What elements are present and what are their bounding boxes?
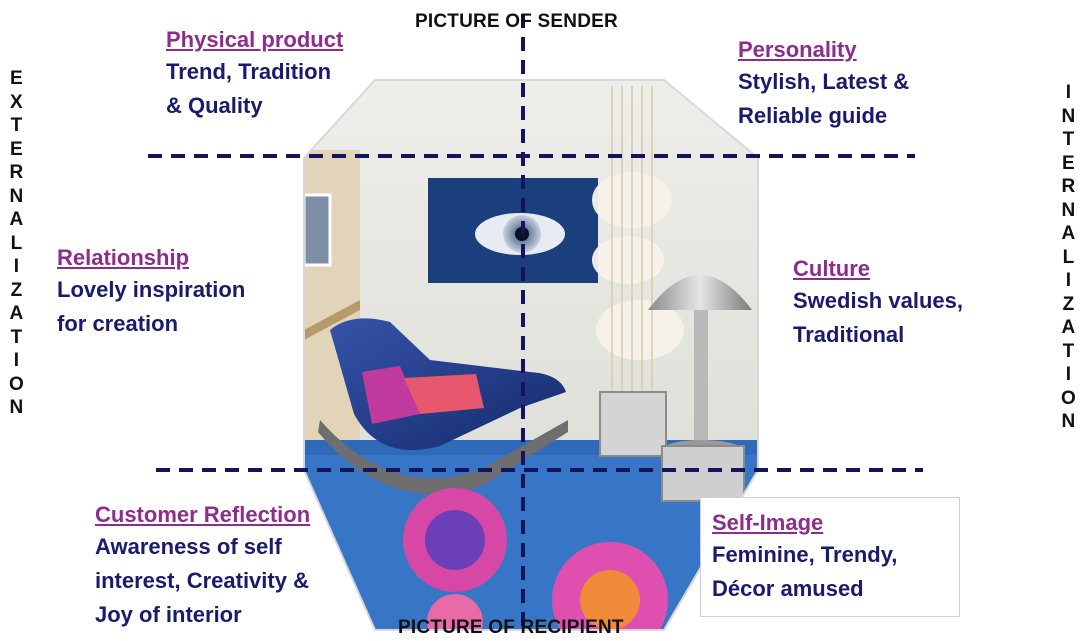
customer-reflection-heading: Customer Reflection bbox=[95, 502, 311, 527]
vertical-letter: R bbox=[9, 162, 24, 183]
physical-product-text: Trend, Tradition & Quality bbox=[166, 59, 332, 118]
vertical-letter: L bbox=[1062, 246, 1075, 268]
personality-heading: Personality bbox=[738, 37, 857, 62]
vertical-letter: X bbox=[10, 91, 23, 113]
vertical-letter: A bbox=[1061, 317, 1076, 338]
vertical-letter: O bbox=[9, 373, 24, 395]
relationship-text: Lovely inspiration for creation bbox=[57, 277, 246, 336]
self-image-text: Feminine, Trendy, Décor amused bbox=[712, 542, 898, 601]
vertical-letter: Z bbox=[1062, 293, 1075, 315]
vertical-letter: E bbox=[10, 138, 23, 160]
vertical-letter: I bbox=[13, 350, 20, 371]
vertical-letter: N bbox=[9, 397, 24, 418]
vertical-letter: I bbox=[1065, 364, 1072, 385]
vertical-letter: T bbox=[1062, 129, 1075, 150]
vertical-letter: T bbox=[10, 326, 23, 348]
vertical-letter: E bbox=[10, 68, 23, 89]
vertical-letter: I bbox=[13, 256, 20, 277]
vertical-letter: L bbox=[10, 232, 23, 254]
culture-text: Swedish values, Traditional bbox=[793, 288, 963, 347]
vertical-letter: I bbox=[1065, 82, 1072, 103]
physical-product-heading: Physical product bbox=[166, 27, 344, 52]
bottom-axis-label: PICTURE OF RECIPIENT bbox=[398, 617, 624, 638]
vertical-letter: Z bbox=[10, 279, 23, 301]
vertical-letter: N bbox=[1061, 199, 1076, 221]
relationship-heading: Relationship bbox=[57, 245, 190, 270]
vertical-letter: O bbox=[1061, 387, 1076, 409]
relationship-block: Relationship Lovely inspiration for crea… bbox=[57, 243, 245, 341]
vertical-letter: A bbox=[9, 303, 24, 324]
vertical-letter: N bbox=[1061, 105, 1076, 127]
customer-reflection-text: Awareness of self interest, Creativity &… bbox=[95, 534, 309, 627]
vertical-letter: N bbox=[1061, 411, 1076, 432]
customer-reflection-block: Customer Reflection Awareness of self in… bbox=[95, 500, 310, 632]
physical-product-block: Physical product Trend, Tradition & Qual… bbox=[166, 25, 343, 123]
vertical-letter: T bbox=[1062, 340, 1075, 362]
vertical-letter: I bbox=[1065, 270, 1072, 291]
culture-block: Culture Swedish values, Traditional bbox=[793, 254, 963, 352]
self-image-box bbox=[700, 497, 960, 617]
culture-heading: Culture bbox=[793, 256, 870, 281]
vertical-letter: A bbox=[9, 209, 24, 230]
personality-text: Stylish, Latest & Reliable guide bbox=[738, 69, 910, 128]
vertical-letter: N bbox=[9, 185, 24, 207]
vertical-letter: E bbox=[1062, 152, 1075, 174]
top-axis-label: PICTURE OF SENDER bbox=[415, 11, 618, 32]
personality-block: Personality Stylish, Latest & Reliable g… bbox=[738, 35, 909, 133]
vertical-letter: T bbox=[10, 115, 23, 136]
self-image-block: Self-Image Feminine, Trendy, Décor amuse… bbox=[712, 508, 897, 606]
vertical-letter: A bbox=[1061, 223, 1076, 244]
vertical-letter: R bbox=[1061, 176, 1076, 197]
self-image-heading: Self-Image bbox=[712, 510, 824, 535]
